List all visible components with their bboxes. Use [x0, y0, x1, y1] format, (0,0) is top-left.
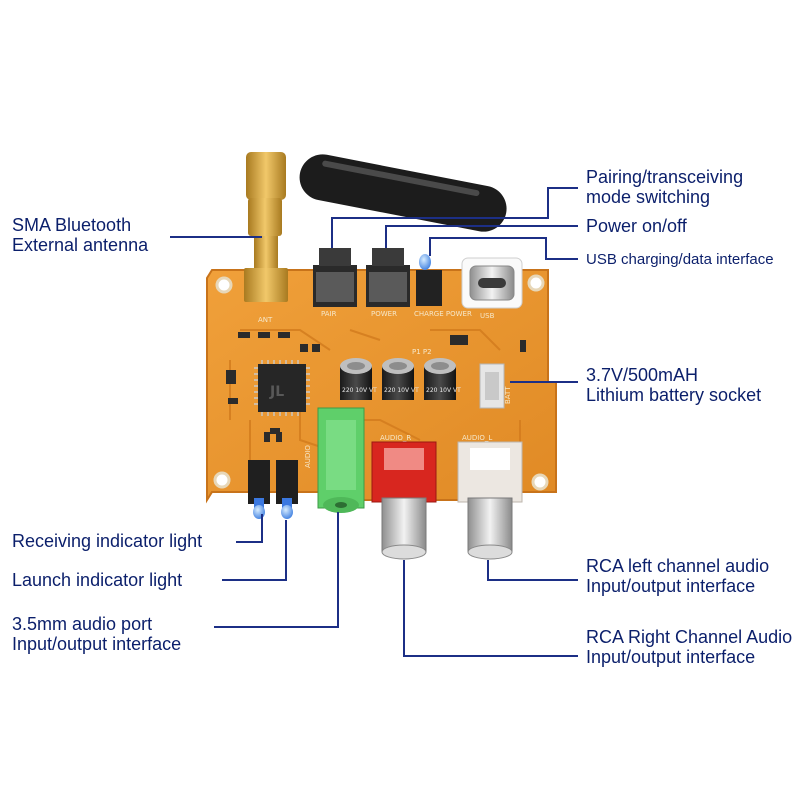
label-line: Launch indicator light — [12, 570, 183, 590]
label-rca-right: RCA Right Channel Audio Input/output int… — [586, 627, 792, 667]
capacitor — [424, 358, 456, 400]
label-line: 3.5mm audio port — [12, 614, 153, 634]
label-line: mode switching — [586, 187, 711, 207]
leader-usb — [429, 237, 578, 260]
silk-p1p2: P1 P2 — [412, 348, 432, 356]
label-launch-led: Launch indicator light — [12, 570, 182, 590]
usb-c-port — [461, 257, 523, 309]
bluetooth-chip: JL — [254, 360, 310, 416]
mount-hole — [215, 276, 233, 294]
label-line: RCA Right Channel Audio — [586, 627, 793, 647]
leader-rca-left — [487, 560, 578, 581]
label-pairing-switch: Pairing/transceiving mode switching — [586, 167, 743, 207]
label-line: Lithium battery socket — [586, 385, 762, 405]
cap-marking: 220 10V VT — [342, 387, 377, 394]
label-line: RCA left channel audio — [586, 556, 770, 576]
silk-pair: PAIR — [321, 310, 337, 318]
label-line: Power on/off — [586, 216, 687, 236]
silk-audio-l: AUDIO_L — [462, 434, 492, 442]
label-line: Input/output interface — [12, 634, 182, 654]
label-line: External antenna — [12, 235, 149, 255]
silk-audio: AUDIO — [304, 445, 312, 468]
label-line: USB charging/data interface — [586, 251, 774, 268]
silk-audio-r: AUDIO_R — [380, 434, 411, 442]
capacitor — [340, 358, 372, 400]
svg-text:JL: JL — [269, 384, 284, 400]
label-power-switch: Power on/off — [586, 216, 687, 236]
antenna — [244, 152, 507, 302]
sma-nut — [244, 268, 288, 302]
mount-hole — [213, 471, 231, 489]
label-battery-socket: 3.7V/500mAH Lithium battery socket — [586, 365, 761, 405]
label-line: Input/output interface — [586, 576, 756, 596]
smd-components — [226, 332, 526, 434]
silk-power: POWER — [371, 310, 397, 318]
capacitor — [382, 358, 414, 400]
leader-pairing — [331, 187, 578, 248]
silk-usb: USB — [480, 312, 495, 320]
pair-button — [313, 248, 357, 307]
audio-jack-3-5mm — [317, 407, 365, 513]
label-receiving-led: Receiving indicator light — [12, 531, 202, 551]
label-line: SMA Bluetooth — [12, 215, 132, 235]
label-line: Input/output interface — [586, 647, 756, 667]
charge-led — [416, 254, 442, 306]
rca-jack-red — [371, 441, 437, 560]
rca-jack-white — [457, 441, 523, 560]
antenna-hinge — [246, 152, 286, 200]
antenna-rubber-highlight — [322, 160, 480, 197]
label-rca-left: RCA left channel audio Input/output inte… — [586, 556, 769, 596]
battery-socket — [479, 363, 505, 409]
antenna-shaft — [248, 198, 282, 236]
label-line: Receiving indicator light — [12, 531, 203, 551]
mount-hole — [527, 274, 545, 292]
silk-ant: ANT — [258, 316, 273, 324]
leader-lines — [170, 187, 578, 657]
leader-receiving — [236, 514, 263, 543]
led-resistors — [264, 432, 282, 442]
leader-launch — [222, 520, 287, 581]
power-button — [366, 248, 410, 307]
cap-marking: 220 10V VT — [426, 387, 461, 394]
leader-power — [385, 225, 578, 248]
antenna-rubber — [299, 154, 507, 232]
sma-connector — [254, 236, 278, 270]
receiving-led — [248, 460, 270, 519]
silk-charge-power: CHARGE POWER — [414, 310, 472, 318]
cap-marking: 220 10V VT — [384, 387, 419, 394]
leader-audio35 — [214, 512, 339, 628]
mount-hole — [531, 473, 549, 491]
label-line: 3.7V/500mAH — [586, 365, 699, 385]
label-audio-35mm: 3.5mm audio port Input/output interface — [12, 614, 181, 654]
label-line: Pairing/transceiving — [586, 167, 744, 187]
label-usb-interface: USB charging/data interface — [586, 250, 774, 270]
label-sma-antenna: SMA Bluetooth External antenna — [12, 215, 148, 255]
leader-rca-right — [403, 560, 578, 657]
launch-led — [276, 460, 298, 519]
silk-batt: BATT — [504, 386, 512, 404]
